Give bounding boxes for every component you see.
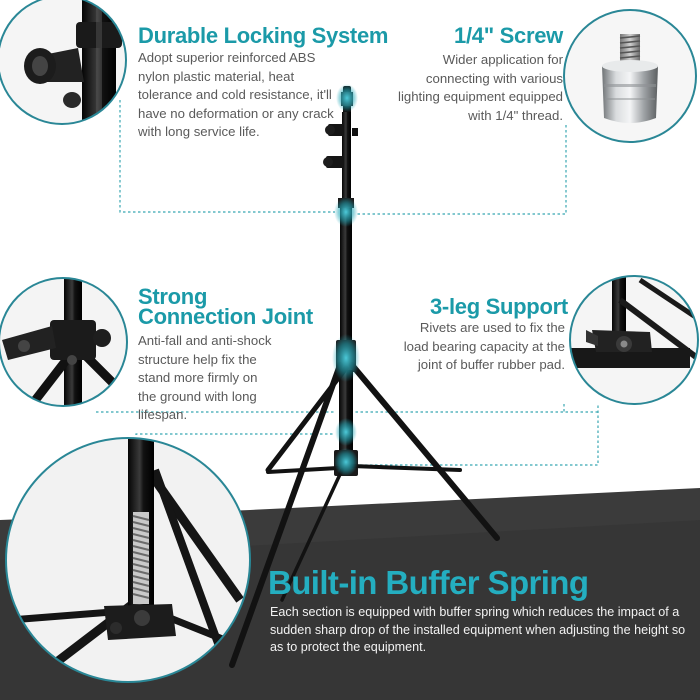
connection-joint-title-line2: Connection Joint bbox=[138, 304, 313, 329]
locking-system-title: Durable Locking System bbox=[138, 23, 389, 48]
leg-rivet-closeup-icon bbox=[569, 275, 699, 405]
connection-joint-closeup-icon bbox=[0, 277, 128, 407]
locking-system-description: Adopt superior reinforced ABS nylon plas… bbox=[138, 50, 334, 140]
lock-knob-closeup-icon bbox=[0, 0, 127, 125]
light-stand bbox=[229, 84, 500, 668]
buffer-spring-title: Built-in Buffer Spring bbox=[268, 564, 589, 601]
screw-description: Wider application for connecting with va… bbox=[398, 52, 563, 123]
leg-support-description: Rivets are used to fix the load bearing … bbox=[403, 320, 565, 373]
connection-joint-description: Anti-fall and anti-shock structure help … bbox=[138, 333, 272, 423]
quarter-inch-screw-closeup-icon bbox=[563, 9, 697, 143]
spring-coils bbox=[132, 515, 150, 599]
connection-joint-title: Strong Connection Joint bbox=[138, 284, 323, 329]
connection-joint-title-line1: Strong bbox=[138, 284, 208, 309]
highlight-markers bbox=[332, 84, 360, 476]
leg-support-title: 3-leg Support bbox=[430, 294, 568, 319]
screw-title: 1/4" Screw bbox=[454, 23, 563, 48]
buffer-spring-description: Each section is equipped with buffer spr… bbox=[270, 605, 686, 654]
buffer-spring-closeup-icon bbox=[5, 437, 251, 683]
